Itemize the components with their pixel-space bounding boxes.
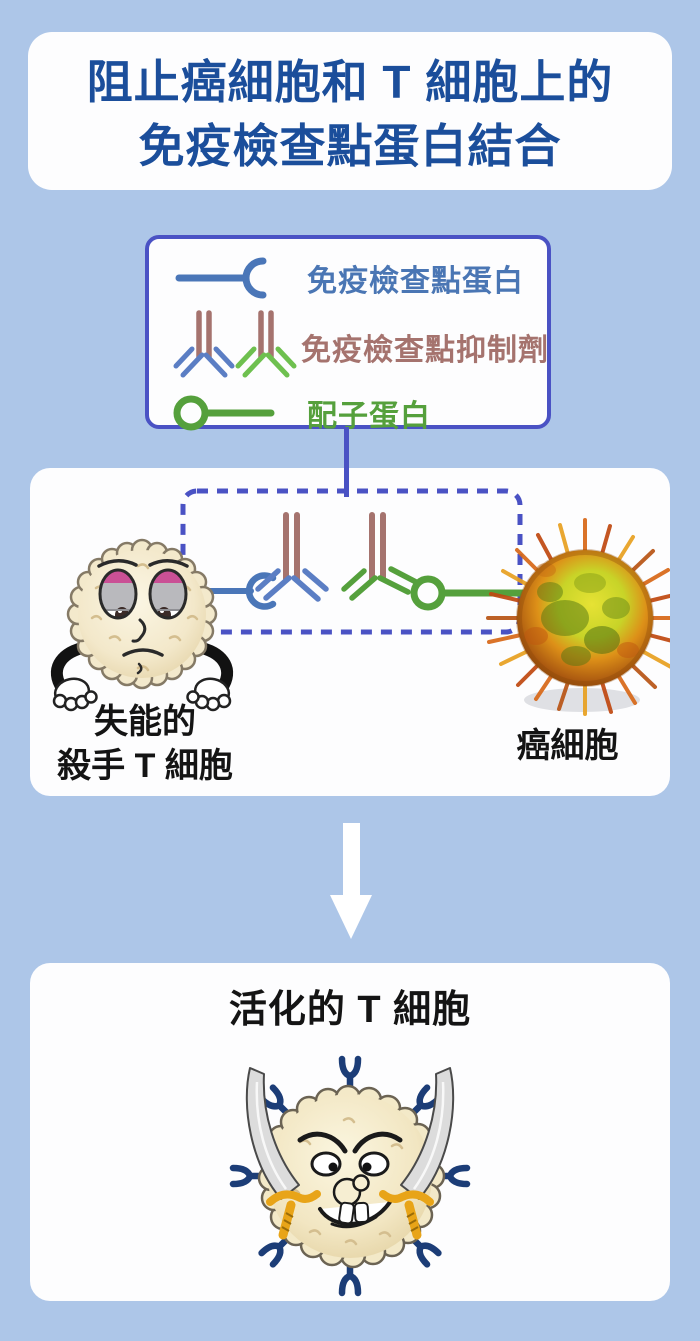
inhibitor-antibody-green — [235, 310, 297, 378]
activated-t-cell-illustration — [220, 1042, 480, 1300]
page-title-line2: 免疫檢查點蛋白結合 — [138, 120, 562, 172]
title-panel — [28, 32, 672, 190]
legend-item-ligand-protein: 配子蛋白 — [169, 385, 547, 441]
activated-t-cell-title: 活化的 T 細胞 — [228, 989, 472, 1031]
inhibitor-antibody-blue — [173, 310, 235, 378]
legend-connector-line — [344, 427, 349, 497]
cancer-cell-illustration — [486, 518, 670, 716]
cancer-cell-label: 癌細胞 — [516, 727, 619, 765]
blocking-dashed-box — [180, 488, 523, 635]
legend-label-ligand-protein: 配子蛋白 — [307, 400, 431, 433]
inhibitor-antibody-on-ligand-side — [341, 512, 419, 601]
legend-item-checkpoint-protein: 免疫檢查點蛋白 — [169, 247, 547, 309]
legend-label-checkpoint-inhibitor: 免疫檢查點抑制劑 — [301, 334, 549, 367]
page-title: 阻止癌細胞和 T 細胞上的 免疫檢查點蛋白結合 — [28, 50, 672, 178]
interaction-scene — [50, 488, 670, 716]
legend-item-checkpoint-inhibitor: 免疫檢查點抑制劑 — [169, 307, 549, 387]
exhausted-t-cell-illustration — [50, 538, 234, 712]
down-arrow — [343, 823, 360, 897]
t-cell-hand-left — [52, 677, 98, 712]
t-cell-eyebrow-left — [97, 559, 138, 568]
legend-label-checkpoint-protein: 免疫檢查點蛋白 — [307, 265, 524, 298]
page-title-line1: 阻止癌細胞和 T 細胞上的 — [86, 56, 614, 108]
t-cell-hand-right — [186, 677, 232, 712]
killer-t-cell-label: 失能的 殺手 T 細胞 — [57, 703, 233, 785]
inhibitor-antibody-on-tcell-side — [255, 512, 329, 602]
activated-t-cell-face — [297, 1131, 403, 1229]
inhibitor-antibody-icon — [169, 307, 301, 387]
t-cell-eyebrow-right — [148, 559, 189, 568]
ligand-protein-icon — [169, 389, 307, 437]
angry-eyebrow-right — [352, 1131, 403, 1154]
t-cell-nose — [131, 618, 147, 643]
ligand-protein-molecule — [410, 575, 528, 611]
checkpoint-protein-icon — [169, 252, 307, 304]
angry-eyebrow-left — [297, 1131, 348, 1154]
t-cell-sad-mouth — [122, 648, 164, 657]
legend-box: 免疫檢查點蛋白 — [145, 235, 551, 433]
down-arrow-head — [330, 895, 372, 939]
